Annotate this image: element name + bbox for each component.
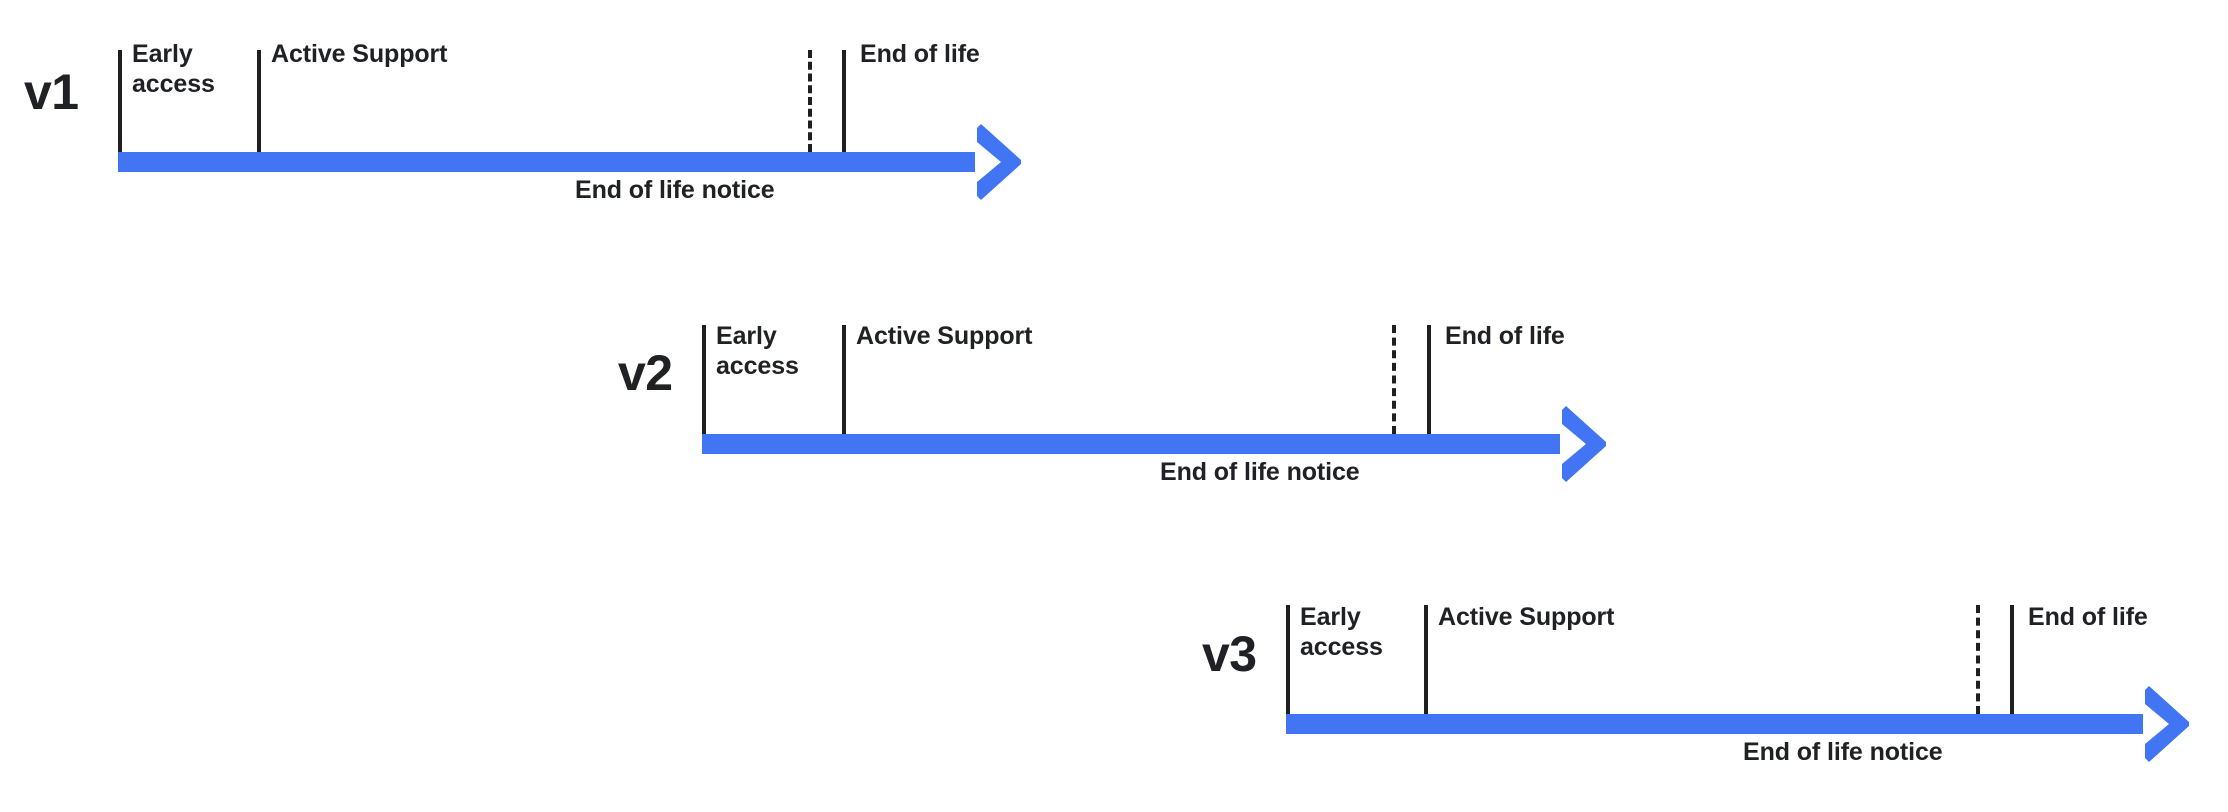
phase-label-end-of-life-v2: End of life <box>1445 322 1565 350</box>
arrow-right-icon <box>975 124 1023 200</box>
divider-end-of-life-v2 <box>1427 325 1431 434</box>
divider-end-of-life-notice-v2 <box>1392 325 1396 434</box>
end-of-life-notice-label-v1: End of life notice <box>575 176 775 204</box>
divider-active-support-start-v1 <box>257 50 261 152</box>
divider-end-of-life-v1 <box>842 50 846 152</box>
divider-end-of-life-notice-v3 <box>1976 605 1980 714</box>
phase-label-early-access-v3: Early access <box>1300 603 1383 661</box>
end-of-life-notice-label-v2: End of life notice <box>1160 458 1360 486</box>
divider-active-support-start-v3 <box>1424 605 1428 714</box>
divider-end-of-life-notice-v1 <box>808 50 812 152</box>
timeline-bar-v1 <box>118 152 975 172</box>
phase-label-end-of-life-v1: End of life <box>860 40 980 68</box>
end-of-life-notice-label-v3: End of life notice <box>1743 738 1943 766</box>
divider-early-access-start-v1 <box>118 50 122 152</box>
arrow-right-icon <box>1560 406 1608 482</box>
version-label-v2: v2 <box>618 345 673 401</box>
phase-label-early-access-v2: Early access <box>716 322 799 380</box>
arrow-right-icon <box>2143 686 2191 762</box>
divider-early-access-start-v3 <box>1286 605 1290 714</box>
divider-end-of-life-v3 <box>2010 605 2014 714</box>
version-label-v1: v1 <box>24 64 79 120</box>
timeline-bar-v2 <box>702 434 1560 454</box>
phase-label-active-support-v1: Active Support <box>271 40 448 68</box>
phase-label-active-support-v2: Active Support <box>856 322 1033 350</box>
version-label-v3: v3 <box>1202 626 1257 682</box>
divider-active-support-start-v2 <box>842 325 846 434</box>
phase-label-end-of-life-v3: End of life <box>2028 603 2148 631</box>
phase-label-active-support-v3: Active Support <box>1438 603 1615 631</box>
divider-early-access-start-v2 <box>702 325 706 434</box>
phase-label-early-access-v1: Early access <box>132 40 215 98</box>
timeline-bar-v3 <box>1286 714 2143 734</box>
